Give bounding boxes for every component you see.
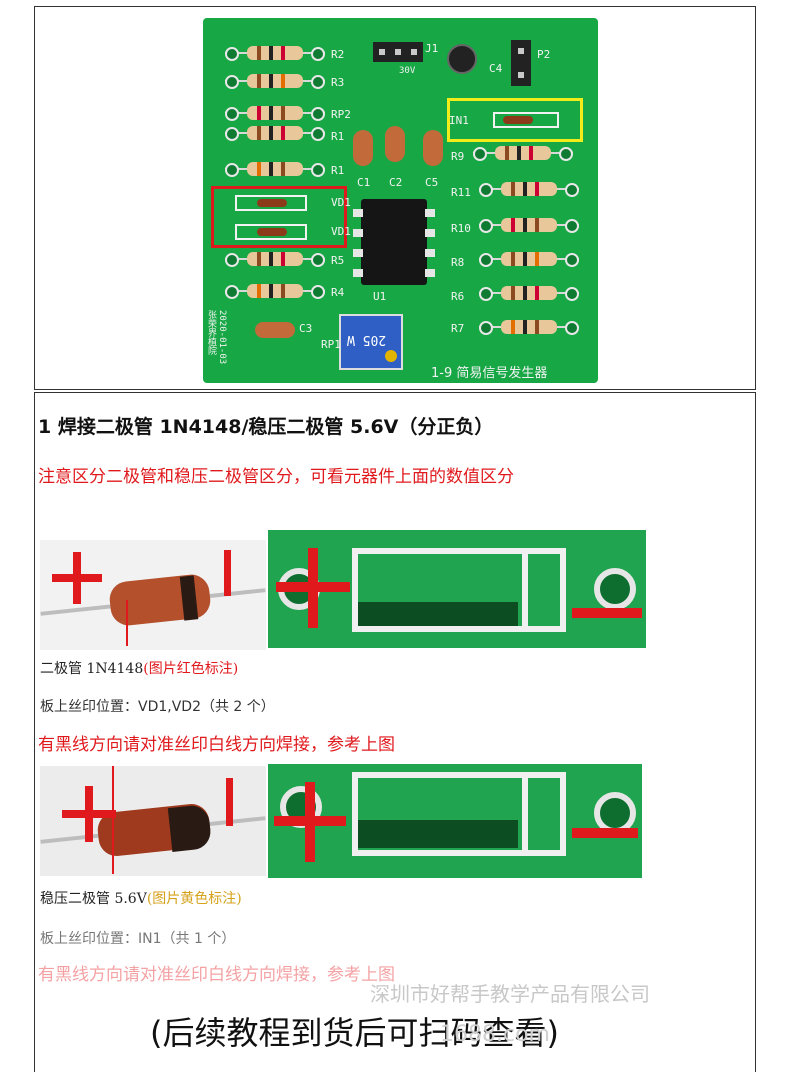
label-r3: R3 <box>331 76 345 89</box>
label-r9: R9 <box>451 150 465 163</box>
label-c2: C2 <box>389 176 403 189</box>
label-vd2: VD1 <box>331 225 351 238</box>
url-watermark: 1688.com <box>440 1022 550 1047</box>
label-vd1: VD1 <box>331 196 351 209</box>
diode-1-instruction: 有黑线方向请对准丝印白线方向焊接，参考上图 <box>38 735 395 755</box>
resistor-r5 <box>225 252 325 267</box>
chip-u1 <box>353 199 435 285</box>
jumper-j1 <box>373 42 423 62</box>
label-j1: J1 <box>425 42 439 55</box>
resistor-rp2 <box>225 106 325 121</box>
label-r8: R8 <box>451 256 465 269</box>
maker-silkscreen: 张荣界植院 <box>206 310 216 355</box>
label-r7: R7 <box>451 322 465 335</box>
label-c4: C4 <box>489 62 503 75</box>
date-silkscreen: 2020-01-03 <box>217 310 227 365</box>
potentiometer-rp1: 205 W <box>339 314 403 370</box>
yellow-highlight-box <box>447 98 583 142</box>
capacitor-c3 <box>255 322 295 338</box>
diode-2-instruction: 有黑线方向请对准丝印白线方向焊接，参考上图 <box>38 965 395 985</box>
resistor-r6 <box>479 286 579 301</box>
diode-2-caption-mark: (图片黄色标注) <box>146 891 242 907</box>
distinguish-note: 注意区分二极管和稳压二极管区分，可看元器件上面的数值区分 <box>38 467 514 487</box>
resistor-r8 <box>479 252 579 267</box>
label-r2: R2 <box>331 48 345 61</box>
capacitor-c1 <box>353 130 373 166</box>
capacitor-c5 <box>423 130 443 166</box>
resistor-r11 <box>479 182 579 197</box>
diode-2-caption: 稳压二极管 5.6V(图片黄色标注) <box>40 888 242 908</box>
label-r5: R5 <box>331 254 345 267</box>
silkscreen-in1-outline <box>493 112 559 128</box>
label-u1: U1 <box>373 290 387 303</box>
diode-2-caption-main: 稳压二极管 5.6V <box>40 891 147 907</box>
diode-vd2 <box>257 228 287 236</box>
red-highlight-box <box>211 186 347 248</box>
label-r10: R10 <box>451 222 471 235</box>
diode-in1 <box>503 116 533 124</box>
company-watermark: 深圳市好帮手教学产品有限公司 <box>370 982 650 1006</box>
silkscreen-vd1-outline <box>235 195 307 211</box>
electrolytic-capacitor-c4 <box>447 44 477 74</box>
label-30v: 30V <box>399 66 416 76</box>
label-in1: IN1 <box>449 114 469 127</box>
diode-1-position: 板上丝印位置：VD1,VD2（共 2 个） <box>40 699 275 715</box>
zener-diode-photo <box>40 766 266 876</box>
label-rp1: RP1 <box>321 338 341 351</box>
diode-1n4148-photo <box>40 540 266 650</box>
label-c1: C1 <box>357 176 371 189</box>
resistor-r7 <box>479 320 579 335</box>
resistor-r1 <box>225 162 325 177</box>
label-r1-top: R1 <box>331 130 345 143</box>
label-r4: R4 <box>331 286 345 299</box>
diode-1-caption: 二极管 1N4148(图片红色标注) <box>40 658 238 678</box>
pot-code: 205 W <box>347 332 387 347</box>
label-c5: C5 <box>425 176 439 189</box>
pcb-board: R2 R3 RP2 R1 R1 VD1 VD1 R5 R4 2020-01-03… <box>203 18 598 383</box>
diode-vd1 <box>257 199 287 207</box>
resistor-r9 <box>473 146 573 161</box>
diode-1-caption-main: 二极管 1N4148 <box>40 661 144 677</box>
diode-1-caption-mark: (图片红色标注) <box>143 661 239 677</box>
label-r1: R1 <box>331 164 345 177</box>
resistor-r1-top <box>225 126 325 141</box>
label-r6: R6 <box>451 290 465 303</box>
resistor-r2 <box>225 46 325 61</box>
silkscreen-vd2-outline <box>235 224 307 240</box>
label-c3: C3 <box>299 322 313 335</box>
board-title-silkscreen: 1-9 简易信号发生器 <box>431 366 548 381</box>
footer-note: (后续教程到货后可扫码查看) <box>150 1014 559 1052</box>
label-p2: P2 <box>537 48 551 61</box>
section-heading: 1 焊接二极管 1N4148/稳压二极管 5.6V（分正负） <box>38 416 494 438</box>
header-p2 <box>511 40 531 86</box>
label-r11: R11 <box>451 186 471 199</box>
silkscreen-diode-1-closeup <box>268 530 646 648</box>
resistor-r10 <box>479 218 579 233</box>
label-rp2: RP2 <box>331 108 351 121</box>
silkscreen-diode-2-closeup <box>268 764 642 878</box>
resistor-r4 <box>225 284 325 299</box>
resistor-r3 <box>225 74 325 89</box>
diode-2-position: 板上丝印位置：IN1（共 1 个） <box>40 931 236 947</box>
capacitor-c2 <box>385 126 405 162</box>
instruction-panel <box>34 392 756 1072</box>
